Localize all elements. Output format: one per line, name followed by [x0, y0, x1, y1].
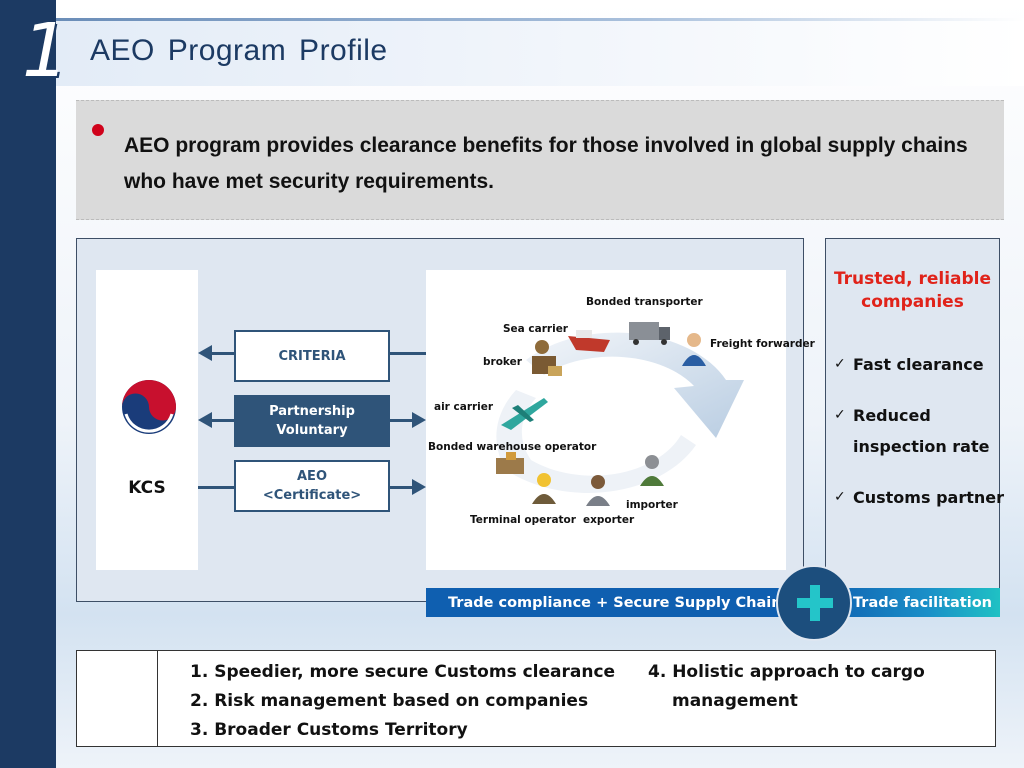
- kcs-taegeuk-logo-icon: [122, 380, 176, 434]
- benefit-item: ✓ Fast clearance: [834, 349, 984, 380]
- node-label-freight-forwarder: Freight forwarder: [710, 338, 815, 350]
- supply-chain-card: [426, 270, 786, 570]
- header-band: [56, 18, 1024, 86]
- arrow-left-icon: [198, 412, 212, 428]
- partnership-line2: Voluntary: [276, 423, 348, 438]
- check-icon: ✓: [834, 407, 846, 423]
- node-label-terminal-operator: Terminal operator: [470, 514, 576, 526]
- check-icon: ✓: [834, 356, 846, 372]
- objective-item: 1. Speedier, more secure Customs clearan…: [190, 662, 616, 682]
- partnership-box: Partnership Voluntary: [234, 395, 390, 447]
- plus-icon-vertical: [810, 585, 820, 621]
- partnership-line1: Partnership: [269, 404, 355, 419]
- trade-compliance-banner: Trade compliance + Secure Supply Chain: [426, 588, 790, 617]
- freight-forwarder-person-icon: [682, 333, 706, 366]
- left-sidebar-bar: [0, 0, 56, 768]
- broker-icon: [532, 340, 562, 376]
- arrow-right-icon: [412, 412, 426, 428]
- objectives-box: [76, 650, 996, 747]
- node-label-exporter: exporter: [583, 514, 635, 526]
- node-label-bonded-warehouse-operator: Bonded warehouse operator: [428, 441, 597, 453]
- aeo-line2: <Certificate>: [262, 488, 362, 503]
- kcs-label: KCS: [128, 478, 166, 498]
- benefits-title: Trusted, reliable companies: [825, 268, 1000, 314]
- arrow-left-icon: [198, 345, 212, 361]
- check-icon: ✓: [834, 489, 846, 505]
- section-number: 1: [22, 8, 70, 94]
- benefit-text: Fast clearance: [853, 355, 984, 374]
- benefit-text-line2: inspection rate: [853, 437, 990, 456]
- objectives-divider: [157, 650, 158, 747]
- header-rule: [56, 18, 1024, 21]
- ship-icon: [568, 330, 610, 352]
- node-label-bonded-transporter: Bonded transporter: [586, 296, 703, 308]
- benefit-item: ✓ Reduced inspection rate: [834, 400, 989, 462]
- objective-item: 2. Risk management based on companies: [190, 691, 589, 711]
- supply-chain-cycle-diagram: [496, 322, 744, 506]
- benefit-text: Reduced inspection rate: [853, 400, 989, 462]
- node-label-importer: importer: [626, 499, 678, 511]
- bullet-icon: [92, 124, 104, 136]
- importer-person-icon: [640, 455, 664, 486]
- warehouse-icon: [496, 452, 524, 474]
- node-label-air-carrier: air carrier: [434, 401, 494, 413]
- terminal-operator-person-icon: [532, 473, 556, 504]
- cycle-arrow-bottom-icon: [496, 390, 696, 493]
- criteria-box: CRITERIA: [234, 330, 390, 382]
- objective-item-continuation: management: [672, 691, 798, 711]
- arrow-right-icon: [412, 479, 426, 495]
- intro-box: [76, 100, 1004, 220]
- benefits-panel: [825, 238, 1000, 602]
- benefit-item: ✓ Customs partner: [834, 482, 1004, 513]
- exporter-person-icon: [586, 475, 610, 506]
- objective-item: 4. Holistic approach to cargo: [648, 662, 925, 682]
- benefit-text: Customs partner: [853, 488, 1004, 507]
- benefits-title-line1: Trusted, reliable: [833, 269, 992, 289]
- intro-text: AEO program provides clearance benefits …: [124, 134, 968, 193]
- node-label-sea-carrier: Sea carrier: [503, 323, 568, 335]
- aeo-line1: AEO: [297, 469, 327, 484]
- page-title: AEO Program Profile: [90, 34, 388, 67]
- objective-item: 3. Broader Customs Territory: [190, 720, 468, 740]
- benefit-text-line1: Reduced: [853, 406, 931, 425]
- benefits-title-line2: companies: [861, 292, 964, 312]
- node-label-broker: broker: [483, 356, 522, 368]
- truck-icon: [629, 322, 670, 345]
- airplane-icon: [501, 398, 548, 430]
- aeo-certificate-box: AEO <Certificate>: [234, 460, 390, 512]
